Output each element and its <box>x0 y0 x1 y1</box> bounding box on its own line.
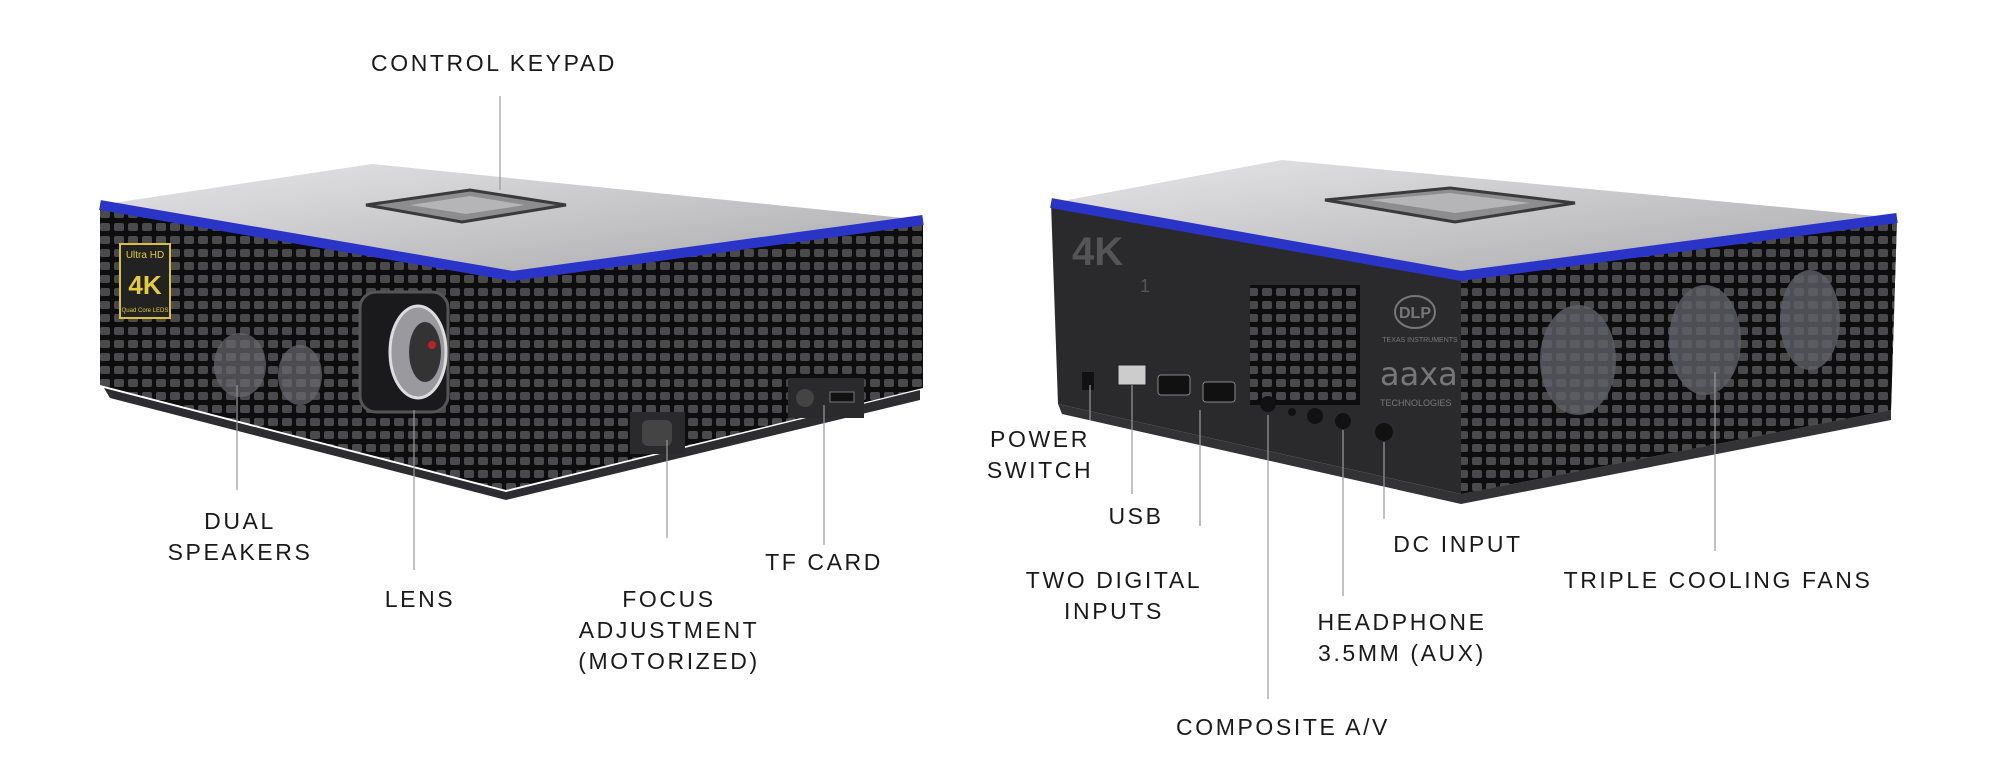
label-control-keypad: CONTROL KEYPAD <box>371 48 617 79</box>
label-text: LENS <box>384 586 456 612</box>
model-sub-text: 1 <box>1140 276 1150 296</box>
label-text: DC INPUT <box>1393 531 1523 557</box>
label-text: TWO DIGITAL <box>1025 567 1203 593</box>
speaker-right <box>278 345 322 405</box>
projector-rear-view: 4K 1 DLP TEXAS INSTRUMENTS aaxa TECHNOLO… <box>1050 160 1898 504</box>
label-dc-input: DC INPUT <box>1393 529 1522 560</box>
label-text: COMPOSITE A/V <box>1175 714 1391 740</box>
label-tf-card: TF CARD <box>765 547 883 578</box>
label-headphone: HEADPHONE 3.5MM (AUX) <box>1317 607 1486 669</box>
label-text: INPUTS <box>1064 598 1164 624</box>
label-two-digital-inputs: TWO DIGITAL INPUTS <box>1026 565 1202 627</box>
speaker-left <box>214 333 266 397</box>
label-text: USB <box>1108 503 1164 529</box>
dlp-logo: DLP TEXAS INSTRUMENTS <box>1382 295 1458 344</box>
hdmi-port-1 <box>1157 374 1191 396</box>
label-text: 3.5MM (AUX) <box>1318 640 1486 666</box>
fan-2 <box>1669 285 1741 395</box>
dc-input-jack <box>1375 423 1393 441</box>
vent-grille <box>1250 285 1360 405</box>
leader-lines <box>236 96 1716 699</box>
label-text: HEADPHONE <box>1317 609 1487 635</box>
label-text: DUAL <box>204 508 276 534</box>
label-text: SPEAKERS <box>167 539 313 565</box>
brand-sub-text: TECHNOLOGIES <box>1380 398 1452 408</box>
hdmi-port-2 <box>1202 381 1236 403</box>
power-switch <box>1082 372 1094 390</box>
headphone-jack <box>1335 413 1351 429</box>
label-text: ADJUSTMENT <box>578 617 760 643</box>
projector-front-view: Ultra HD 4K Quad Core LEDS <box>99 164 924 500</box>
label-text: TF CARD <box>765 549 883 575</box>
label-power-switch: POWER SWITCH <box>987 424 1093 486</box>
label-dual-speakers: DUAL SPEAKERS <box>168 506 313 568</box>
label-triple-cooling-fans: TRIPLE COOLING FANS <box>1564 565 1873 596</box>
label-text: POWER <box>990 426 1090 452</box>
fan-3 <box>1780 270 1840 370</box>
badge-text: Ultra HD <box>126 250 164 261</box>
label-focus-adjustment: FOCUS ADJUSTMENT (MOTORIZED) <box>578 584 760 677</box>
label-usb: USB <box>1108 501 1163 532</box>
label-text: (MOTORIZED) <box>578 648 760 674</box>
badge-sub-text: Quad Core LEDS <box>122 308 169 314</box>
model-text: 4K <box>1072 230 1123 274</box>
fan-1 <box>1540 305 1616 415</box>
label-lens: LENS <box>385 584 455 615</box>
dlp-text: DLP <box>1399 305 1431 322</box>
label-text: TRIPLE COOLING FANS <box>1563 567 1873 593</box>
label-text: SWITCH <box>986 457 1094 483</box>
label-text: FOCUS <box>622 586 716 612</box>
label-composite-av: COMPOSITE A/V <box>1176 712 1390 743</box>
brand-text: aaxa <box>1380 355 1458 393</box>
usb-port <box>1117 364 1147 386</box>
ti-text: TEXAS INSTRUMENTS <box>1382 337 1458 344</box>
ultra-hd-4k-badge: Ultra HD 4K Quad Core LEDS <box>119 243 171 319</box>
badge-4k-text: 4K <box>128 270 161 300</box>
composite-av-jack <box>1260 396 1276 412</box>
blue-trim <box>1050 198 1898 282</box>
label-text: CONTROL KEYPAD <box>371 50 617 76</box>
blue-trim <box>99 200 924 282</box>
